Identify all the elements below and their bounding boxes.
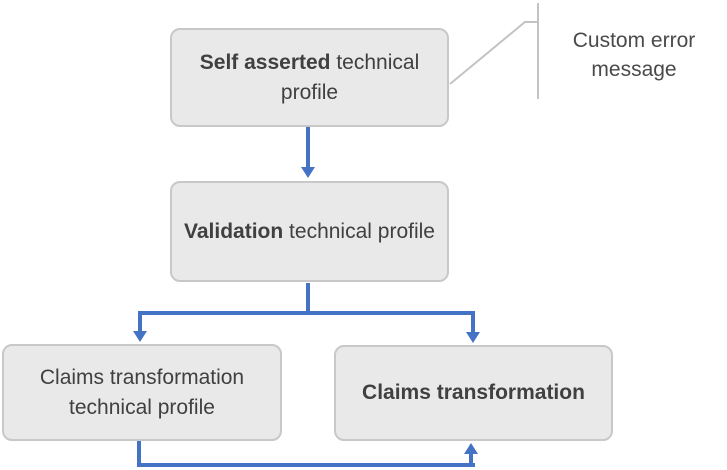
node-label-bold: Validation — [184, 219, 284, 243]
feedback-left-drop-line — [137, 441, 141, 467]
feedback-right-rise-line — [469, 453, 473, 465]
arrow-up-icon — [464, 443, 478, 454]
custom-error-message-label: Custom error message — [572, 29, 696, 81]
claims-transformation-technical-profile-box: Claims transformation technical profile — [2, 344, 282, 441]
callout-bracket-line — [537, 3, 539, 99]
arrow-down-icon — [301, 167, 315, 178]
callout-horizontal-line — [524, 21, 539, 23]
arrow-down-icon — [466, 332, 480, 343]
node-label-bold: Claims transformation — [362, 381, 585, 404]
feedback-horizontal-line — [137, 463, 475, 467]
claims-transformation-box: Claims transformation — [334, 345, 613, 441]
node-label: Self asserted technical profile — [181, 48, 438, 108]
validation-technical-profile-box: Validation technical profile — [170, 181, 449, 282]
branch-right-drop-line — [471, 311, 475, 332]
node-label: Claims transformation — [362, 378, 585, 408]
arrow-down-icon — [133, 331, 147, 342]
branch-stem-line — [306, 283, 310, 313]
node-label-rest: technical profile — [280, 50, 420, 104]
arrow-self-to-validation-line — [306, 127, 310, 168]
node-label: Validation technical profile — [184, 217, 435, 247]
node-label-rest: technical profile — [283, 219, 435, 243]
self-asserted-technical-profile-box: Self asserted technical profile — [170, 28, 449, 127]
node-label-rest: Claims transformation technical profile — [39, 365, 245, 419]
node-label: Claims transformation technical profile — [13, 363, 271, 423]
callout-diagonal-line — [449, 20, 527, 85]
branch-horizontal-line — [138, 311, 475, 315]
node-label-bold: Self asserted — [199, 50, 331, 74]
branch-left-drop-line — [138, 311, 142, 332]
